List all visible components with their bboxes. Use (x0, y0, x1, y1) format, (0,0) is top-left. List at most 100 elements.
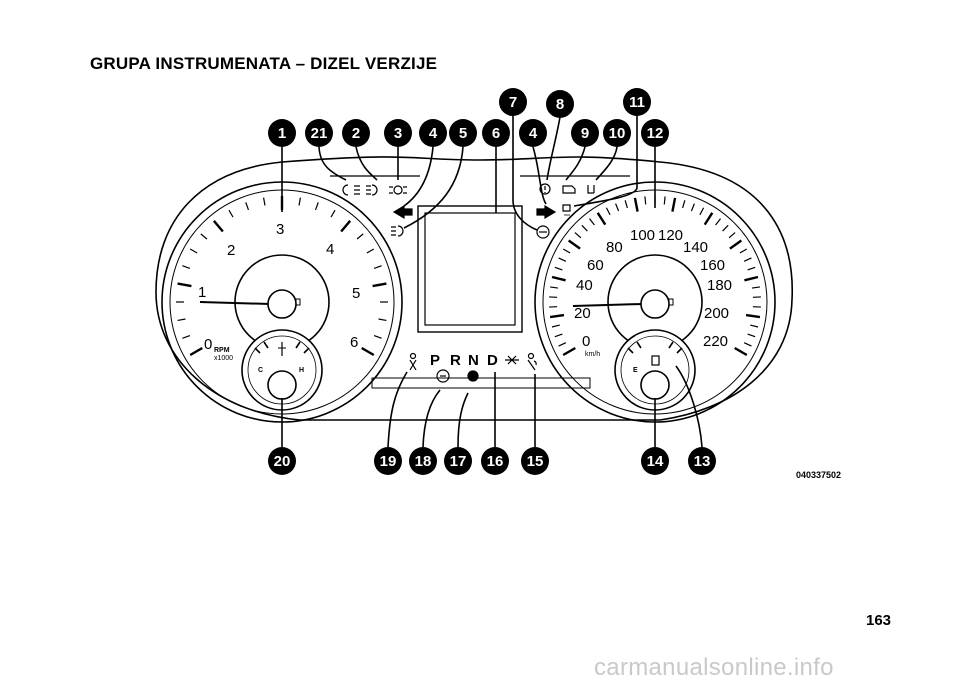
svg-text:11: 11 (629, 94, 645, 111)
gear-p: P (430, 352, 440, 369)
callout-16: 16 (481, 447, 509, 475)
gauge-tick (562, 248, 571, 254)
gauge-tick (690, 203, 695, 212)
svg-text:9: 9 (581, 125, 589, 142)
temperature-gauge: C H (241, 329, 323, 411)
tach-label-1: 1 (198, 284, 206, 301)
gauge-tick (633, 197, 639, 212)
svg-text:20: 20 (274, 453, 291, 470)
temp-cold-label: C (258, 367, 263, 374)
seatbelt-icon (409, 352, 417, 371)
gauge-tick (734, 346, 748, 357)
gauge-tick (177, 282, 192, 288)
rear-fog-icon (391, 225, 404, 237)
cruise-icon (562, 204, 571, 216)
fuel-gauge: E (614, 329, 696, 411)
gauge-tick (177, 318, 186, 321)
svg-text:13: 13 (694, 453, 711, 470)
gauge-tick (330, 209, 336, 218)
gauge-tick (549, 313, 565, 319)
svg-text:15: 15 (527, 453, 544, 470)
callout-13: 13 (688, 447, 716, 475)
svg-text:21: 21 (311, 125, 328, 142)
callout-4-right: 4 (519, 119, 547, 147)
water-in-fuel-icon (536, 225, 550, 239)
gauge-tick (567, 239, 581, 250)
callout-6: 6 (482, 119, 510, 147)
gauge-tick (722, 224, 729, 232)
gauge-tick (366, 248, 375, 254)
svg-text:10: 10 (609, 125, 626, 142)
indicator-lamps (342, 183, 595, 383)
gauge-tick (200, 233, 208, 240)
speed-label-220: 220 (703, 333, 728, 350)
callout-8: 8 (546, 90, 574, 118)
svg-text:18: 18 (415, 453, 432, 470)
gauge-tick (699, 207, 705, 216)
front-fog-icon (342, 184, 360, 196)
svg-text:14: 14 (647, 453, 664, 470)
gauge-tick (212, 220, 224, 233)
gauge-tick (581, 224, 588, 232)
svg-text:3: 3 (394, 125, 402, 142)
svg-text:19: 19 (380, 453, 397, 470)
gauge-tick (747, 333, 756, 338)
svg-text:17: 17 (450, 453, 467, 470)
callout-12: 12 (641, 119, 669, 147)
fuel-empty-label: E (633, 367, 638, 374)
tach-needle-hub (267, 289, 297, 319)
gauge-tick (558, 342, 567, 347)
gauge-tick (373, 334, 382, 339)
speed-needle-hub (640, 289, 670, 319)
callout-7: 7 (499, 88, 527, 116)
callout-14: 14 (641, 447, 669, 475)
gauge-tick (671, 197, 677, 212)
tach-unit: RPM (214, 347, 230, 354)
gauge-tick (589, 218, 595, 226)
gauge-tick (182, 334, 191, 339)
speed-label-40: 40 (576, 277, 593, 294)
callout-5: 5 (449, 119, 477, 147)
glow-plug-icon (587, 185, 595, 194)
gauge-tick (189, 248, 198, 254)
airbag-icon (527, 352, 537, 371)
speed-label-60: 60 (587, 257, 604, 274)
speed-label-140: 140 (683, 239, 708, 256)
svg-text:1: 1 (278, 125, 286, 142)
gauge-tick (743, 342, 752, 347)
speed-label-160: 160 (700, 257, 725, 274)
gauge-tick (551, 324, 560, 328)
svg-text:4: 4 (429, 125, 438, 142)
parking-lights-icon (389, 185, 407, 195)
callout-15: 15 (521, 447, 549, 475)
gauge-tick (551, 275, 566, 282)
gauge-tick (574, 232, 582, 239)
gauge-tick (750, 324, 759, 328)
gauge-tick (729, 239, 743, 250)
speed-label-0: 0 (582, 333, 590, 350)
gauge-tick (182, 265, 191, 270)
gauge-tick (596, 212, 607, 226)
gauge-tick (245, 202, 250, 211)
speed-needle (572, 303, 643, 307)
watermark: carmanualsonline.info (594, 654, 834, 681)
gauge-tick (682, 200, 686, 209)
gauge-tick (744, 275, 759, 282)
gauge-tick (373, 265, 382, 270)
gauge-tick (644, 196, 647, 205)
callout-21: 21 (305, 119, 333, 147)
speed-label-200: 200 (704, 305, 729, 322)
speed-label-20: 20 (574, 305, 591, 322)
temp-hot-label: H (299, 367, 304, 374)
turn-left-icon (392, 204, 413, 220)
high-beam-icon (366, 184, 378, 196)
callout-18: 18 (409, 447, 437, 475)
tach-needle (199, 301, 271, 305)
gauge-tick (751, 286, 761, 289)
tach-label-4: 4 (326, 241, 334, 258)
gauge-tick (554, 333, 563, 338)
svg-text:6: 6 (492, 125, 500, 142)
tach-multiplier: x1000 (214, 355, 233, 362)
gear-n: N (468, 352, 479, 369)
